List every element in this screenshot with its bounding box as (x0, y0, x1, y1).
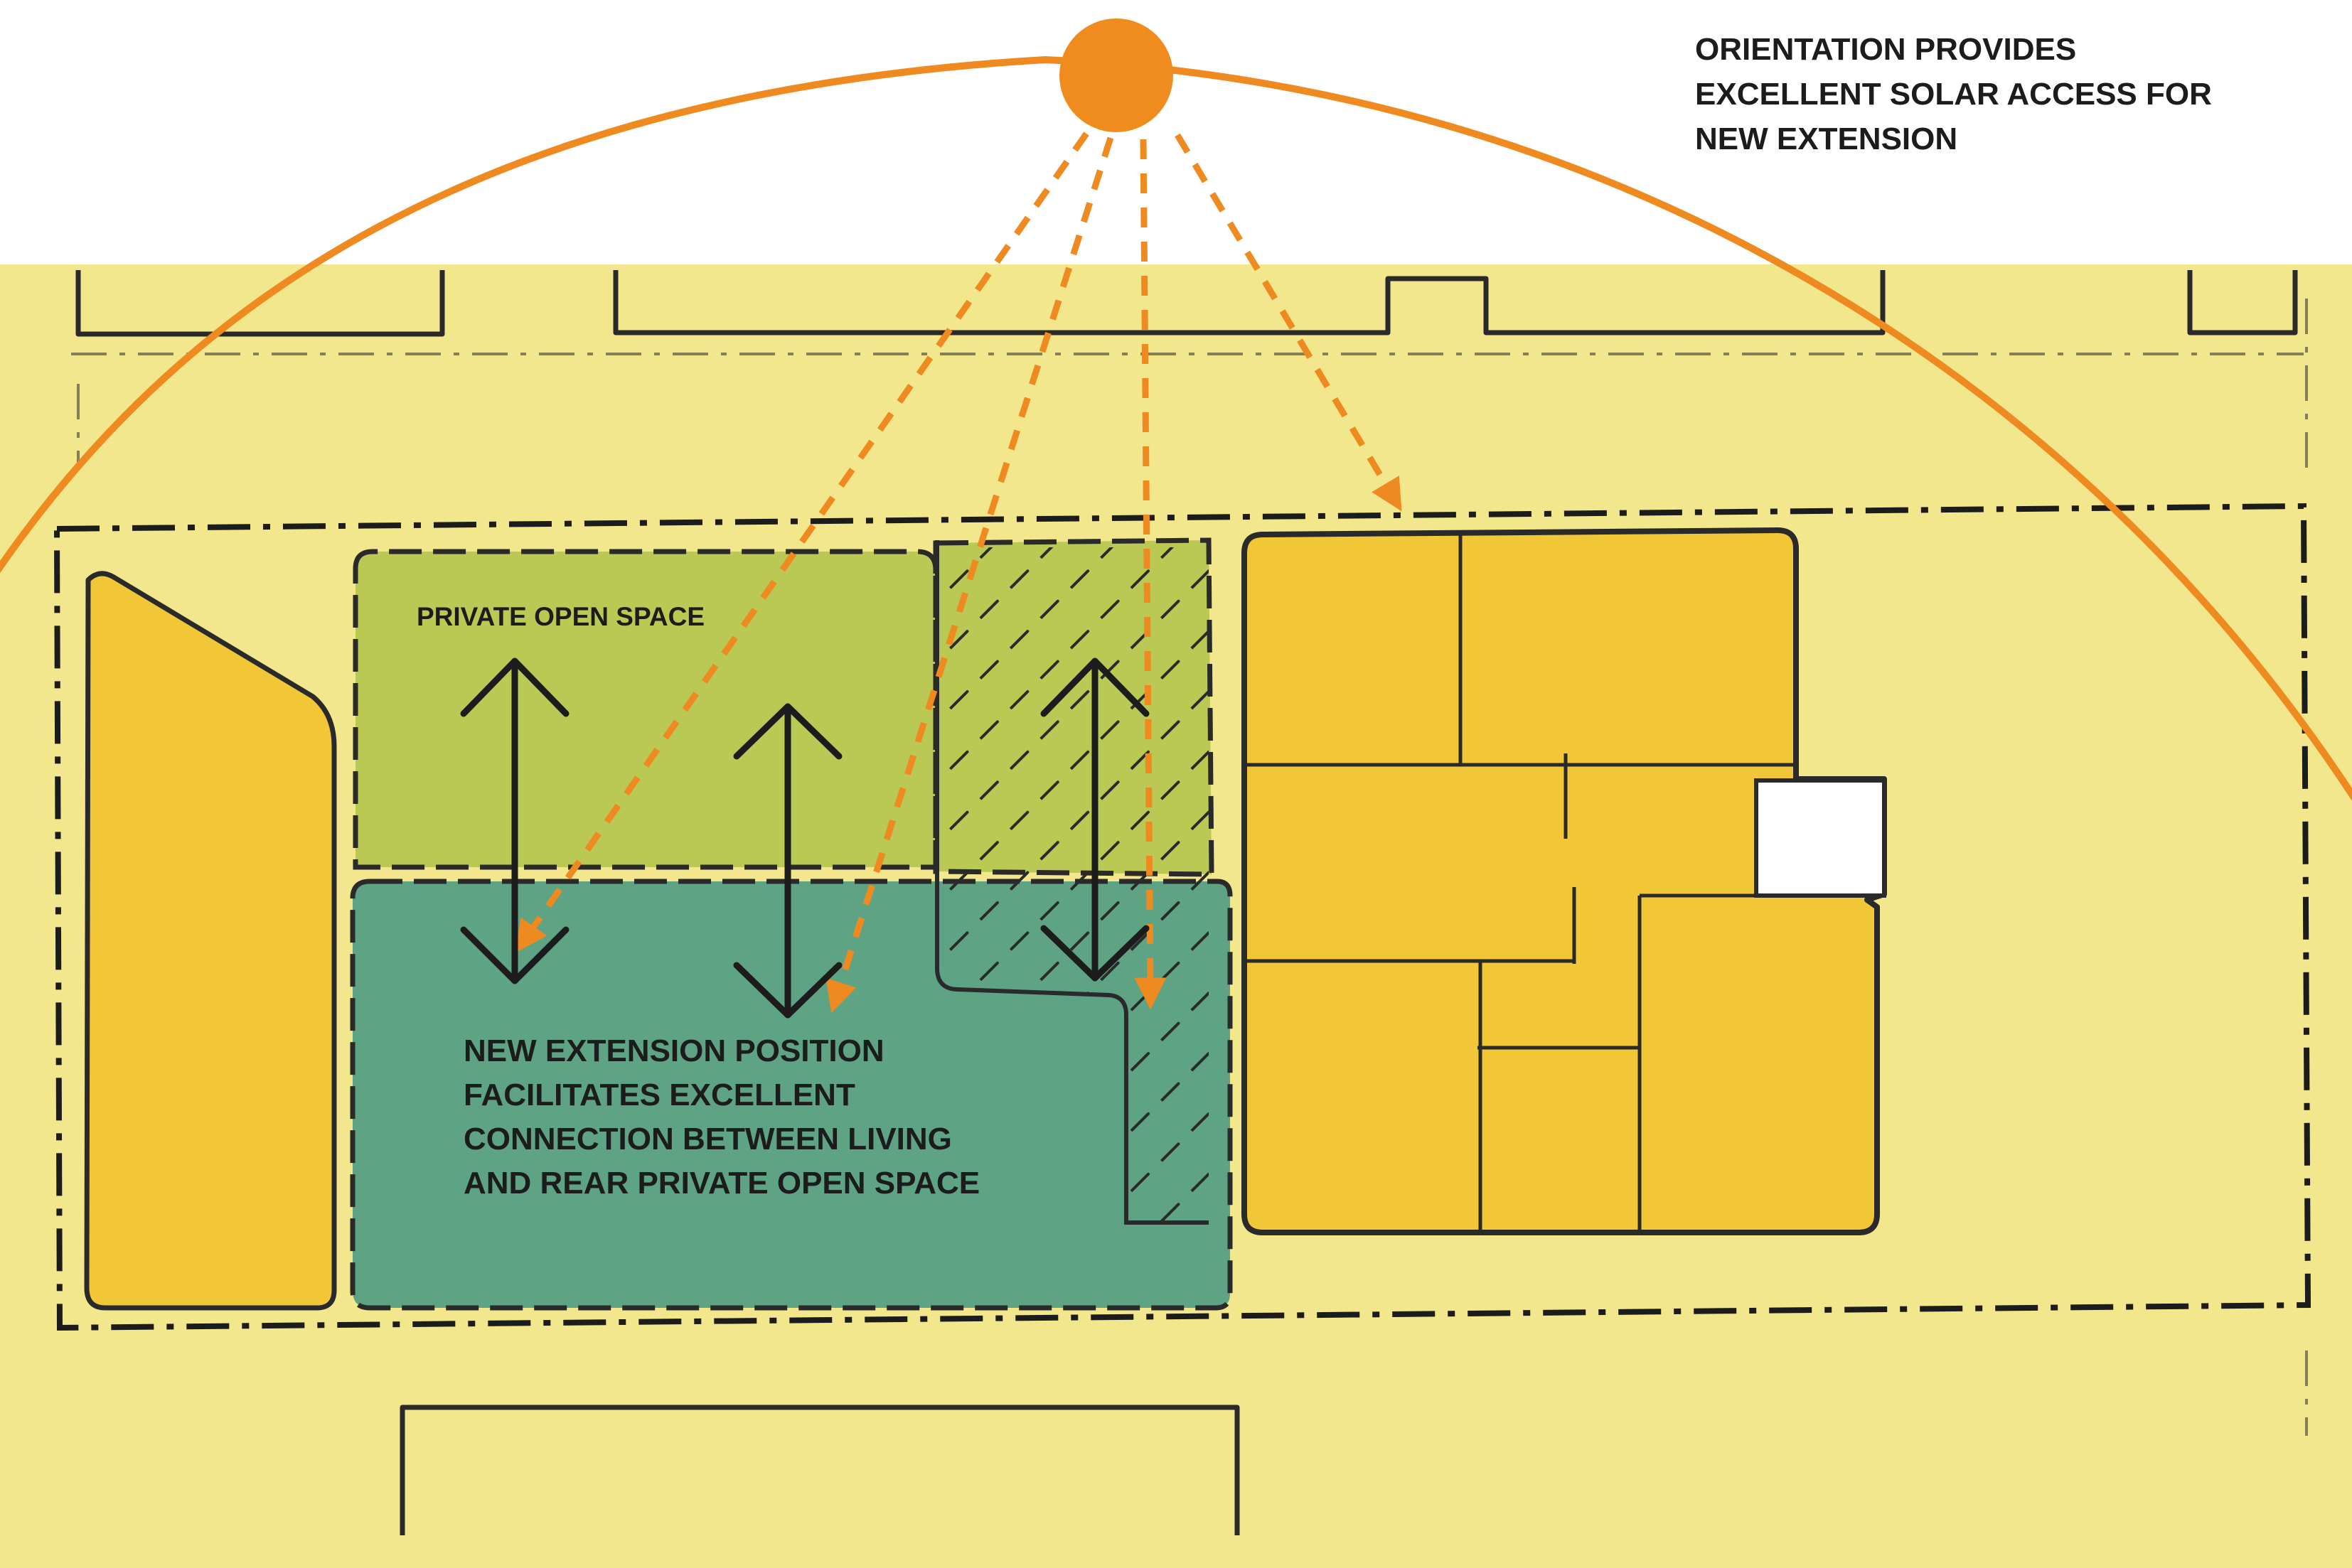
sun-icon (1059, 18, 1173, 132)
existing-building-left (84, 571, 337, 1311)
private-open-space-area (353, 549, 939, 870)
existing-main-building (1241, 527, 1887, 1235)
connection-arrows (460, 657, 1150, 1019)
solar-ray (1134, 139, 1167, 1010)
orientation-note: ORIENTATION PROVIDES EXCELLENT SOLAR ACC… (1695, 32, 2212, 156)
solar-rays (515, 131, 1402, 1014)
hatched-parcel (936, 547, 1209, 1223)
site-boundary (53, 503, 2311, 1331)
neighbouring-buildings-top (75, 270, 2298, 337)
double-arrow-icon (733, 703, 843, 1019)
street-lines (71, 299, 2308, 1436)
double-arrow-icon (1040, 657, 1150, 982)
solar-ray (825, 136, 1114, 1014)
hatched-parcel-outline (935, 540, 1209, 1225)
extension-note: NEW EXTENSION POSITION FACILITATES EXCEL… (464, 1033, 980, 1201)
solar-ray (515, 131, 1089, 953)
double-arrow-icon (460, 657, 570, 984)
solar-ray (1175, 133, 1402, 512)
private-open-space-label: PRIVATE OPEN SPACE (417, 602, 705, 631)
neighbouring-building-bottom (400, 1405, 1240, 1535)
